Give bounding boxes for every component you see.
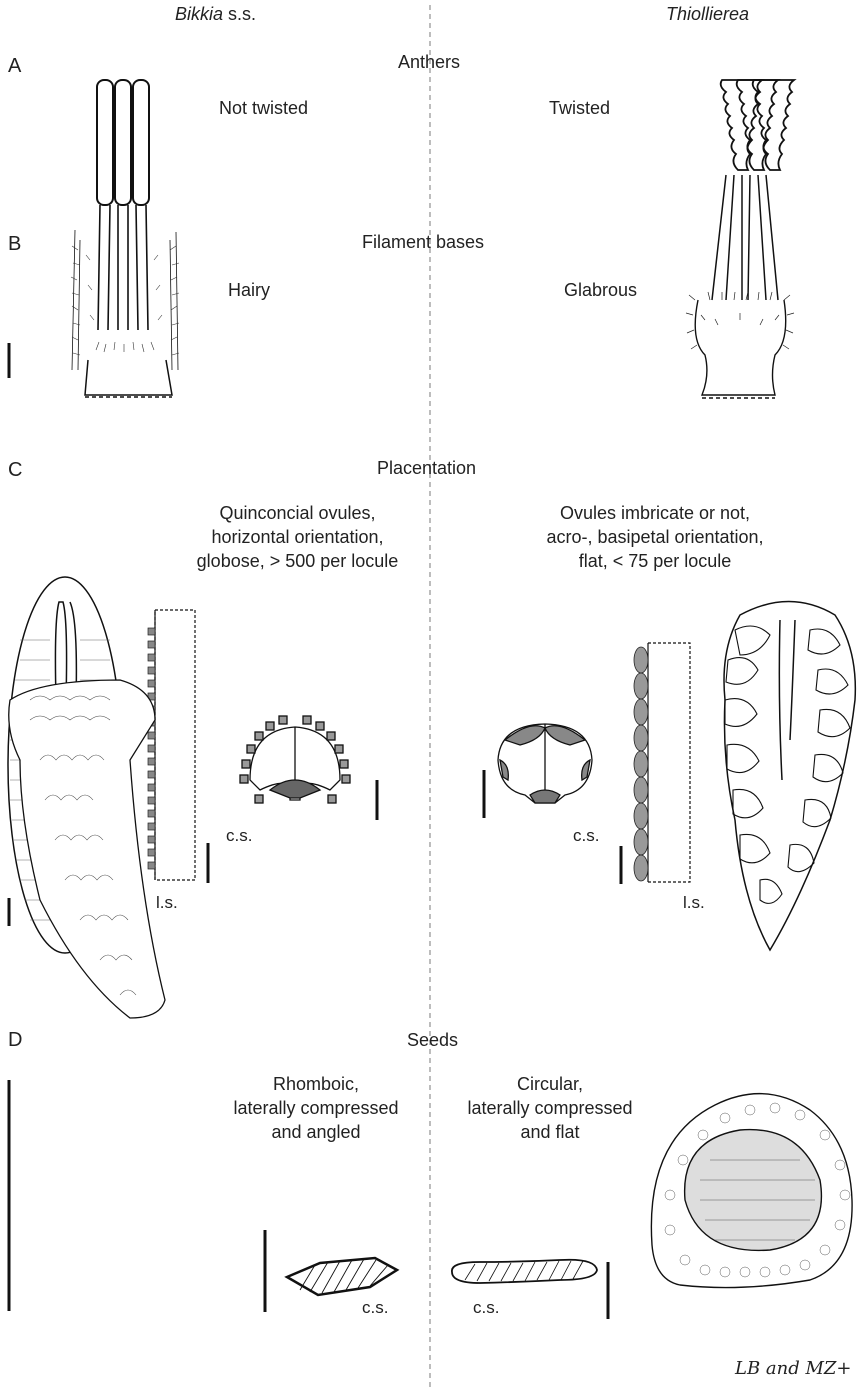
- thiollierea-basal-hairs: [686, 292, 794, 349]
- section-title-seeds: Seeds: [407, 1029, 458, 1051]
- bikkia-hairs: [71, 246, 179, 355]
- thiollierea-seed-drawing: [651, 1094, 852, 1288]
- right-column-title: Thiollierea: [666, 3, 749, 25]
- section-letter-d: D: [8, 1029, 22, 1052]
- bikkia-stamens-drawing: [72, 80, 178, 397]
- section-letter-c: C: [8, 459, 22, 482]
- filament-left-label: Hairy: [228, 279, 270, 301]
- bikkia-seed-drawing: [9, 680, 165, 1018]
- thiollierea-cross-section: [498, 724, 592, 803]
- thiollierea-ls-ovules: [634, 647, 648, 881]
- section-title-filament-bases: Filament bases: [362, 231, 484, 253]
- placentation-right-description: Ovules imbricate or not, acro-, basipeta…: [490, 501, 820, 573]
- seeds-left-description: Rhomboic, laterally compressed and angle…: [218, 1072, 414, 1144]
- left-genus-name: Bikkia: [175, 4, 223, 24]
- bikkia-cross-section: [240, 716, 350, 803]
- left-genus-suffix: s.s.: [223, 4, 256, 24]
- bikkia-seed-cross-section: [287, 1258, 397, 1295]
- anthers-left-label: Not twisted: [219, 97, 308, 119]
- section-letter-b: B: [8, 233, 21, 256]
- section-letter-a: A: [8, 55, 21, 78]
- thiollierea-stamens-drawing: [695, 80, 794, 398]
- left-seed-cross-section-label: c.s.: [362, 1298, 388, 1318]
- right-seed-cross-section-label: c.s.: [473, 1298, 499, 1318]
- left-cross-section-label: c.s.: [226, 826, 252, 846]
- bikkia-longitudinal-section: [155, 610, 195, 880]
- placentation-left-description: Quinconcial ovules, horizontal orientati…: [140, 501, 455, 573]
- right-longitudinal-section-label: l.s.: [683, 893, 705, 913]
- section-title-anthers: Anthers: [398, 51, 460, 73]
- seeds-right-description: Circular, laterally compressed and flat: [450, 1072, 650, 1144]
- anthers-right-label: Twisted: [549, 97, 610, 119]
- thiollierea-placenta-drawing: [724, 602, 855, 951]
- thiollierea-seed-cross-section: [452, 1260, 597, 1283]
- right-cross-section-label: c.s.: [573, 826, 599, 846]
- left-column-title: Bikkia s.s.: [175, 3, 256, 25]
- filament-right-label: Glabrous: [564, 279, 637, 301]
- thiollierea-longitudinal-section: [648, 643, 690, 882]
- left-longitudinal-section-label: l.s.: [156, 893, 178, 913]
- section-title-placentation: Placentation: [377, 457, 476, 479]
- bikkia-ls-ovules: [148, 628, 155, 869]
- artist-signature: LB and MZ+: [735, 1358, 852, 1379]
